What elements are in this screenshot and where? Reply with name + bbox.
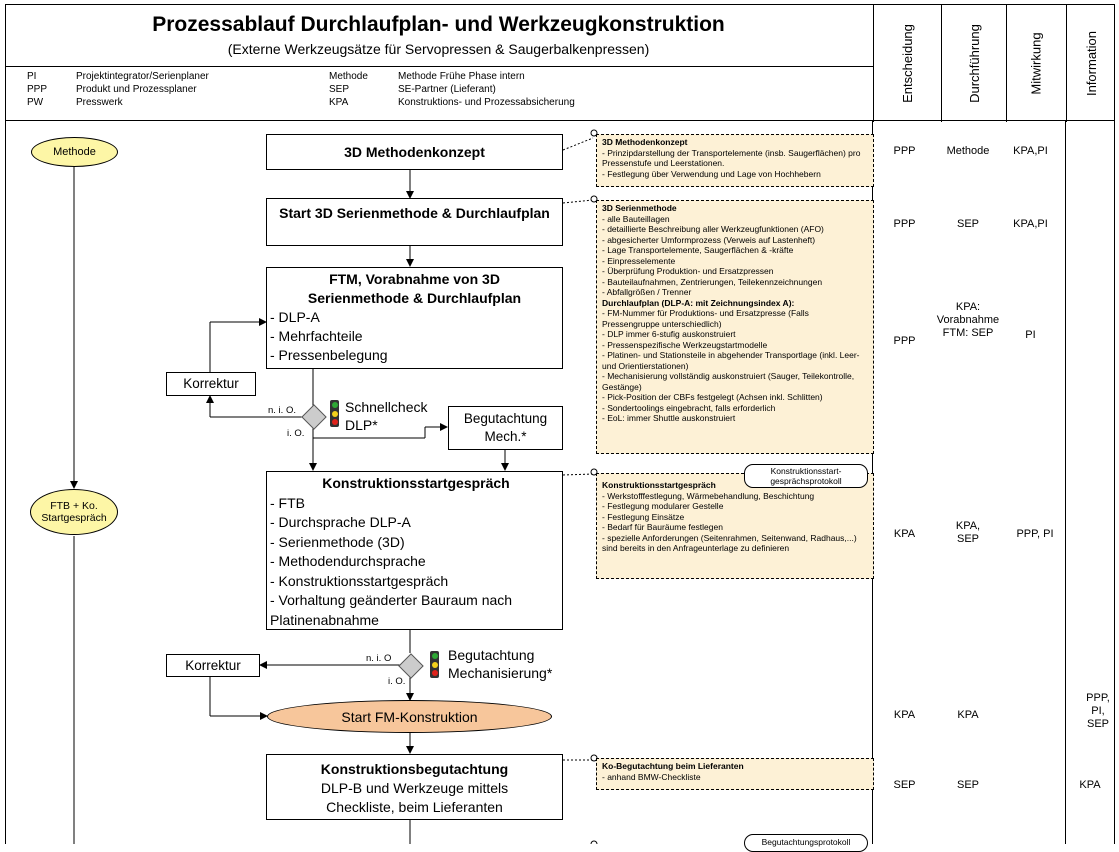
matrix-r3-ent: PPP: [893, 335, 916, 347]
box-korrektur-1: Korrektur: [166, 372, 256, 396]
pill-begutachtungsprotokoll: Begutachtungsprotokoll: [744, 834, 868, 852]
matrix-r3-mit: PI: [1025, 329, 1036, 341]
note-3d-methodenkonzept: 3D Methodenkonzept - Prinzipdarstellung …: [596, 134, 874, 187]
matrix-r5-ent: KPA: [893, 709, 916, 721]
page-subtitle: (Externe Werkzeugsätze für Servopressen …: [227, 41, 650, 57]
matrix-r5-dur: KPA: [957, 709, 979, 721]
list-item: - Methodendurchsprache: [270, 553, 426, 569]
box-begutachtung-mech: Begutachtung Mech.*: [448, 406, 563, 450]
box-kb-title: Konstruktionsbegutachtung: [320, 761, 509, 777]
box-ftm-vorabnahme: FTM, Vorabnahme von 3D Serienmethode & D…: [266, 267, 563, 369]
box-start-serienmethode: Start 3D Serienmethode & Durchlaufplan: [266, 198, 563, 246]
box-ksg-title: Konstruktionsstartgespräch: [322, 475, 510, 491]
matrix-r3-dur: KPA: Vorabnahme FTM: SEP: [936, 301, 1000, 339]
matrix-r4-mit: PPP, PI: [1016, 528, 1054, 540]
box-korrektur-2: Korrektur: [166, 654, 260, 677]
oval-methode: Methode: [31, 137, 118, 167]
page-title: Prozessablauf Durchlaufplan- und Werkzeu…: [152, 13, 725, 36]
list-item: - Pressenbelegung: [270, 347, 388, 363]
matrix-r1-dur: Methode: [946, 145, 990, 157]
oval-ftb: FTB + Ko. Startgespräch: [30, 489, 118, 535]
box-ftm-title: FTM, Vorabnahme von 3D Serienmethode & D…: [307, 271, 522, 306]
decision-2-label: Begutachtung Mechanisierung*: [448, 647, 553, 681]
note-konstruktionsstartgespraech: Konstruktionsstartgespräch - Werkstofffe…: [596, 473, 874, 579]
label-nio-2: n. i. O: [366, 653, 392, 664]
list-item: - DLP-A: [270, 309, 320, 325]
matrix-r2-mit: KPA,PI: [1013, 218, 1048, 230]
box-konstruktionsbegutachtung: Konstruktionsbegutachtung DLP-B und Werk…: [266, 754, 563, 820]
label-io-1: i. O.: [287, 428, 305, 439]
box-konstruktionsstartgespraech: Konstruktionsstartgespräch - FTB - Durch…: [266, 471, 563, 630]
matrix-r5-inf: PPP, PI, SEP: [1086, 692, 1110, 730]
label-nio-1: n. i. O.: [268, 405, 296, 416]
matrix-r2-ent: PPP: [893, 218, 916, 230]
box-kb-text: DLP-B und Werkzeuge mittels Checkliste, …: [320, 780, 509, 815]
matrix-r6-ent: SEP: [893, 779, 916, 791]
matrix-r6-dur: SEP: [956, 779, 979, 791]
matrix-r1-ent: PPP: [893, 145, 916, 157]
list-item: - Konstruktionsstartgespräch: [270, 572, 449, 589]
list-item: - Mehrfachteile: [270, 328, 363, 344]
label-io-2: i. O.: [388, 676, 406, 687]
header-area: Prozessablauf Durchlaufplan- und Werkzeu…: [5, 4, 1115, 122]
list-item: - FTB: [270, 494, 305, 511]
note-3d-serienmethode: 3D Serienmethode - alle Bauteillagen - d…: [596, 200, 874, 454]
box-3d-methodenkonzept: 3D Methodenkonzept: [266, 134, 563, 170]
oval-start-fm-konstruktion: Start FM-Konstruktion: [267, 700, 552, 733]
matrix-r4-ent: KPA: [893, 528, 916, 540]
list-item: - Vorhaltung geänderter Bauraum nach Pla…: [270, 592, 513, 628]
list-item: - Serienmethode (3D): [270, 533, 405, 550]
matrix-r2-dur: SEP: [956, 218, 979, 230]
pill-gespraechsprotokoll: Konstruktionsstart-gesprächsprotokoll: [744, 464, 868, 488]
traffic-light-icon: [430, 651, 439, 678]
matrix-r6-inf: KPA: [1079, 779, 1101, 791]
traffic-light-icon: [330, 400, 339, 427]
decision-1-label: Schnellcheck DLP*: [345, 399, 428, 433]
matrix-r1-mit: KPA,PI: [1013, 145, 1048, 157]
note-ko-begutachtung: Ko-Begutachtung beim Lieferanten - anhan…: [596, 758, 874, 790]
matrix-r4-dur: KPA, SEP: [955, 520, 981, 545]
list-item: - Durchsprache DLP-A: [270, 514, 411, 530]
